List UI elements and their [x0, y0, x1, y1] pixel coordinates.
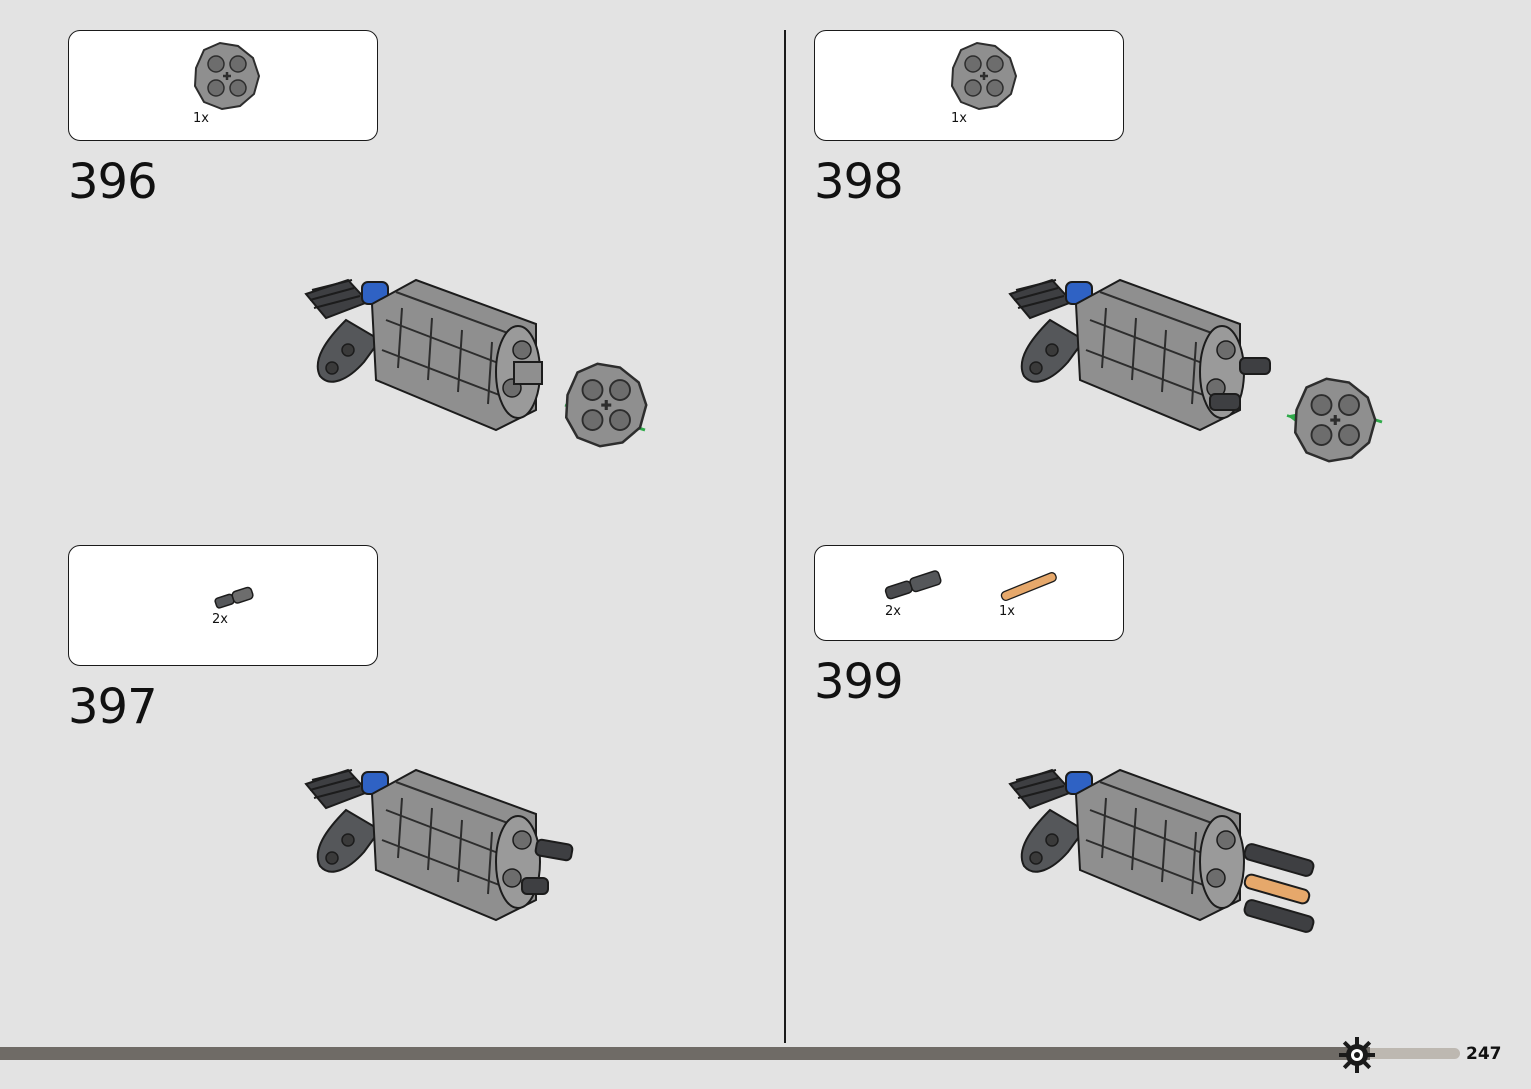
- step-399-illustration: [1009, 769, 1315, 933]
- step-number: 399: [814, 654, 904, 710]
- part-quantity: 1x: [951, 111, 967, 126]
- step-number: 397: [68, 679, 158, 735]
- part-quantity: 1x: [999, 604, 1015, 619]
- step-number: 396: [68, 154, 158, 210]
- round-gear-plate-icon: [950, 41, 1018, 111]
- step-397-illustration: [305, 769, 574, 921]
- part-quantity: 2x: [885, 604, 901, 619]
- progress-bar: [0, 1047, 1370, 1060]
- step-number: 398: [814, 154, 904, 210]
- part-quantity: 2x: [212, 612, 228, 627]
- parts-list-step-398: 1x: [814, 30, 1124, 141]
- progress-bar-remaining: [1370, 1048, 1460, 1059]
- round-gear-plate-icon: [193, 41, 261, 111]
- tan-axle-icon: [1000, 572, 1057, 602]
- axle-pin-icon: [214, 586, 254, 609]
- part-quantity: 1x: [193, 111, 209, 126]
- parts-list-step-396: 1x: [68, 30, 378, 141]
- parts-list-step-399: 2x 1x: [814, 545, 1124, 641]
- page-number: 247: [1466, 1044, 1502, 1064]
- step-398-illustration: [1009, 279, 1384, 463]
- parts-list-step-397: 2x: [68, 545, 378, 666]
- gear-progress-icon: [1339, 1037, 1375, 1073]
- page-divider: [784, 30, 786, 1043]
- dark-axle-pin-icon: [884, 570, 942, 600]
- step-396-illustration: [305, 279, 648, 448]
